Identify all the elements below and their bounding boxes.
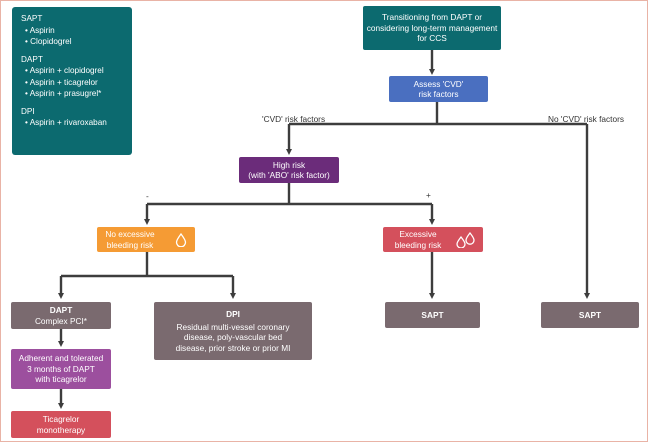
node-no-bleed-line: No excessive [105,229,155,239]
node-adherent: Adherent and tolerated 3 months of DAPT … [11,349,111,389]
label-cvd-yes: 'CVD' risk factors [262,114,326,124]
node-high-risk-line: (with 'ABO' risk factor) [248,170,330,180]
node-start-line: considering long-term management [366,22,498,33]
drop-icon [175,233,187,247]
legend-item: • Aspirin + prasugrel* [25,89,102,98]
node-sapt-mid: SAPT [385,302,480,328]
legend-item: • Aspirin + ticagrelor [25,77,98,87]
node-dpi-line: disease, poly-vascular bed [183,332,283,342]
node-excessive-bleeding: Excessive bleeding risk [383,227,483,252]
node-start: Transitioning from DAPT or considering l… [363,6,501,50]
node-adherent-line: with ticagrelor [35,374,87,385]
node-assess-line: risk factors [418,89,459,99]
edge-nobleed-split [61,252,233,278]
node-high-risk-line: High risk [272,159,306,170]
node-dapt-title: DAPT [49,305,73,315]
node-assess-cvd: Assess 'CVD' risk factors [389,76,488,102]
legend-item: • Clopidogrel [25,37,72,46]
node-dpi-line: disease, prior stroke or prior MI [175,342,291,353]
node-assess-line: Assess 'CVD' [413,78,464,89]
node-excess-line: Excessive [399,229,437,239]
node-tica-line: Ticagrelor [42,414,80,424]
node-dapt-sub: Complex PCI* [34,315,88,326]
legend-dpi-title: DPI [21,106,35,116]
node-no-bleed-line: bleeding risk [106,239,154,250]
legend-item: • Aspirin + rivaroxaban [25,118,107,127]
edge-assess-split [289,102,587,126]
node-start-line: Transitioning from DAPT or [381,12,483,23]
node-start-line: for CCS [417,33,447,44]
legend-item: • Aspirin + clopidogrel [25,66,104,75]
label-minus: - [146,191,149,201]
node-dapt: DAPT Complex PCI* [11,302,111,329]
node-dpi-line: Residual multi-vessel coronary [176,321,290,332]
node-tica-line: monotherapy [36,424,86,435]
double-drop-icon [456,232,475,248]
node-excess-line: bleeding risk [394,239,442,250]
legend-dapt-title: DAPT [21,54,43,64]
legend-panel: SAPT • Aspirin • Clopidogrel DAPT • Aspi… [12,7,132,155]
legend-item: • Aspirin [25,25,55,35]
node-adherent-line: Adherent and tolerated [18,353,104,364]
node-dpi: DPI Residual multi-vessel coronary disea… [154,302,312,360]
node-ticagrelor-monotherapy: Ticagrelor monotherapy [11,411,111,438]
node-sapt-right: SAPT [541,302,639,328]
edge-highrisk-split [147,183,432,206]
node-dpi-title: DPI [226,309,240,319]
node-adherent-line: 3 months of DAPT [27,363,95,374]
label-cvd-no: No 'CVD' risk factors [548,114,625,124]
node-no-excessive-bleeding: No excessive bleeding risk [97,227,195,252]
node-high-risk: High risk (with 'ABO' risk factor) [239,157,339,183]
label-plus: + [426,190,431,200]
legend-sapt-title: SAPT [21,14,43,23]
